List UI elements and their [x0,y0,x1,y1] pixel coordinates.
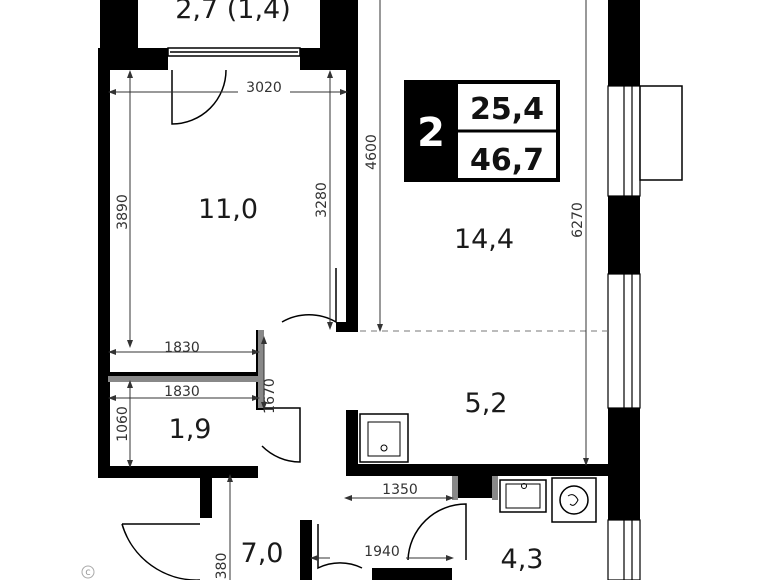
room-living-area: 14,4 [454,224,514,255]
wall-bath-bottom [372,568,452,580]
room-balcony-area: 2,7 (1,4) [175,0,291,25]
dim-bedroom-height: 3890 [115,194,131,230]
doors [121,69,467,580]
wall-right-mid1 [608,196,640,274]
balcony-door [167,47,301,57]
door-bathroom [317,524,363,570]
bath-sink [499,479,547,513]
dim-bedroom-inner-height: 3280 [314,182,330,218]
dimension-labels: 3020 3890 3280 4600 6270 1830 1830 1060 … [115,80,586,579]
room-corridor-area: 7,0 [241,538,284,569]
door-kitchen [407,503,467,561]
wall-bath-top [452,476,498,498]
door-entry [121,523,200,580]
fixtures [359,413,597,523]
dim-kitchen-width: 1350 [382,482,418,498]
dim-bedroom-width: 3020 [246,80,282,96]
room-hall-area: 5,2 [465,388,508,419]
wall-bottom-left [98,466,258,478]
room-areas: 2,7 (1,4) 11,0 14,4 5,2 1,9 7,0 4,3 [168,0,543,575]
door-balcony [171,69,227,125]
wall-door-jamb-1 [336,322,358,332]
dim-storage-width-top: 1830 [164,340,200,356]
washing-machine [551,477,597,523]
door-bedroom [281,268,337,324]
wall-kitchen-bottom [346,464,608,476]
wall-top-left [100,48,168,70]
wall-kitchen-left [346,410,358,476]
wall-corridor-stub [200,476,212,518]
kitchen-sink [359,413,409,463]
room-storage-area: 1,9 [169,414,212,445]
wall-right-top [608,0,640,86]
dim-storage-height-right: 1670 [262,378,278,414]
badge-total-area: 46,7 [470,143,544,178]
area-badge: 2 25,4 46,7 [404,80,560,182]
balcony-wall-right [320,0,358,50]
dim-bathroom-width: 1940 [364,544,400,560]
dim-storage-width-bottom: 1830 [164,384,200,400]
dim-living-height: 6270 [570,202,586,238]
door-storage [261,407,301,463]
room-bathroom-area: 4,3 [501,544,544,575]
wall-top-right [300,48,358,70]
wall-left [98,48,110,478]
balcony-wall-left [100,0,138,50]
wall-bedroom-right [346,48,358,330]
windows [607,85,641,580]
wall-bath-left [300,520,312,580]
dim-living-depth: 4600 [364,134,380,170]
badge-rooms-count: 2 [417,110,445,156]
room-bedroom-area: 11,0 [198,194,258,225]
watermark: c [81,565,95,579]
dim-corridor-height: 380 [214,553,230,580]
badge-living-area: 25,4 [470,92,544,127]
dim-storage-height-left: 1060 [115,406,131,442]
wall-right-mid2 [608,408,640,520]
ac-unit [639,85,683,181]
watermark-text: c [85,567,91,578]
